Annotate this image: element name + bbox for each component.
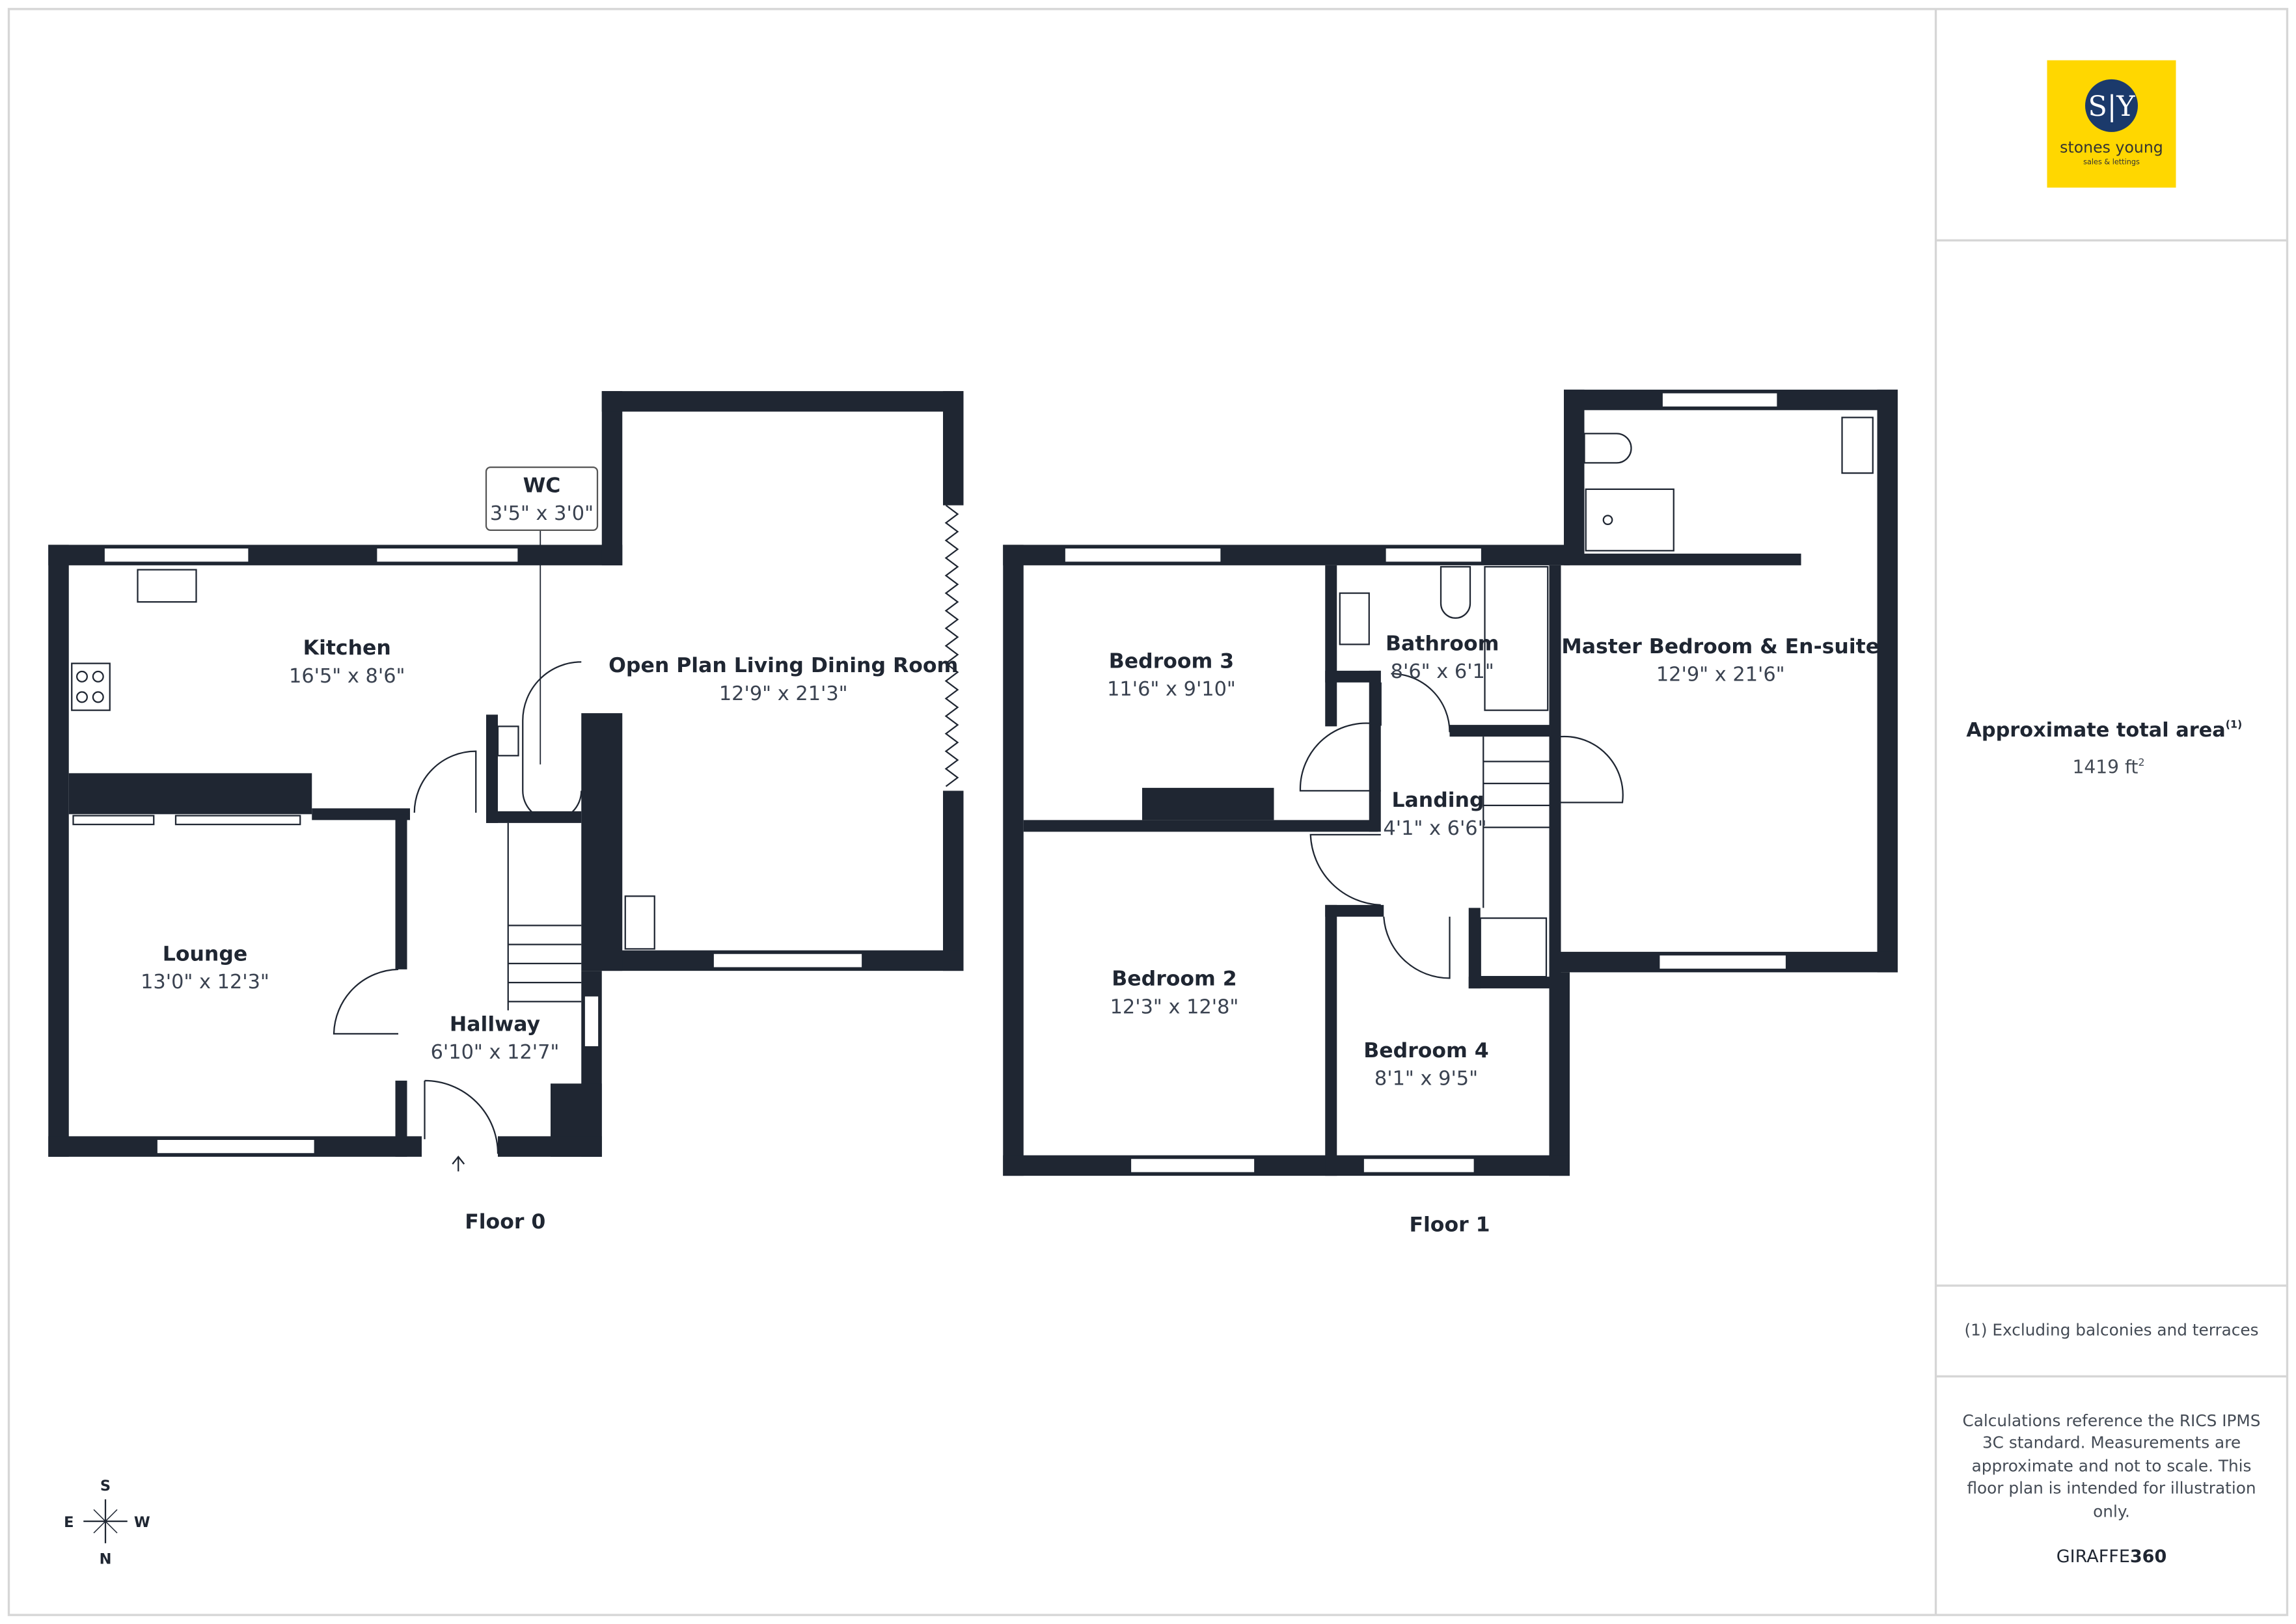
svg-text:3'5" x 3'0": 3'5" x 3'0" (490, 502, 594, 525)
company-logo: S|Y stones young sales & lettings (2047, 60, 2176, 188)
svg-text:8'1" x 9'5": 8'1" x 9'5" (1374, 1068, 1478, 1090)
svg-text:4'1" x 6'6": 4'1" x 6'6" (1383, 817, 1486, 840)
svg-text:approximate and not to scale.: approximate and not to scale. This (1972, 1457, 2252, 1476)
svg-text:Lounge: Lounge (163, 942, 247, 966)
room-lounge: Lounge 13'0" x 12'3" (141, 942, 269, 994)
svg-text:11'6" x 9'10": 11'6" x 9'10" (1107, 678, 1236, 701)
room-kitchen: Kitchen 16'5" x 8'6" (289, 636, 405, 688)
room-master-bedroom: Master Bedroom & En-suite 12'9" x 21'6" (1561, 635, 1879, 686)
floor-0-label: Floor 0 (465, 1210, 545, 1234)
svg-text:6'10" x 12'7": 6'10" x 12'7" (431, 1041, 560, 1064)
svg-text:WC: WC (523, 474, 561, 497)
total-area-value: 1419 ft2 (2073, 756, 2145, 778)
svg-text:Open Plan Living Dining Room: Open Plan Living Dining Room (608, 654, 958, 677)
svg-text:Bedroom 3: Bedroom 3 (1109, 649, 1234, 673)
footnote: (1) Excluding balconies and terraces (1964, 1320, 2258, 1339)
svg-text:Bathroom: Bathroom (1386, 632, 1499, 655)
svg-text:Bedroom 4: Bedroom 4 (1363, 1039, 1488, 1062)
svg-text:Master Bedroom & En-suite: Master Bedroom & En-suite (1561, 635, 1879, 658)
svg-text:16'5" x 8'6": 16'5" x 8'6" (289, 665, 405, 688)
room-bedroom-2: Bedroom 2 12'3" x 12'8" (1110, 968, 1239, 1019)
floor-0-plan (48, 391, 964, 1172)
room-bedroom-4: Bedroom 4 8'1" x 9'5" (1363, 1039, 1488, 1090)
svg-text:Calculations reference the RIC: Calculations reference the RICS IPMS (1962, 1411, 2260, 1430)
svg-text:12'9" x 21'3": 12'9" x 21'3" (719, 683, 848, 705)
svg-text:Bedroom 2: Bedroom 2 (1112, 968, 1237, 991)
compass-icon: S E W N (64, 1478, 150, 1568)
giraffe360-brand: GIRAFFE360 (2057, 1547, 2167, 1567)
room-wc: WC 3'5" x 3'0" (490, 474, 594, 525)
svg-text:12'9" x 21'6": 12'9" x 21'6" (1656, 664, 1785, 686)
svg-text:E: E (64, 1514, 74, 1531)
svg-text:Kitchen: Kitchen (303, 636, 391, 660)
svg-text:sales & lettings: sales & lettings (2083, 157, 2140, 166)
svg-text:W: W (134, 1514, 150, 1531)
room-open-plan-living: Open Plan Living Dining Room 12'9" x 21'3… (608, 654, 958, 705)
svg-text:8'6" x 6'1": 8'6" x 6'1" (1391, 660, 1494, 683)
svg-text:S: S (100, 1478, 111, 1495)
svg-text:12'3" x 12'8": 12'3" x 12'8" (1110, 995, 1239, 1018)
room-bathroom: Bathroom 8'6" x 6'1" (1386, 632, 1499, 683)
svg-text:only.: only. (2093, 1502, 2130, 1521)
svg-text:Landing: Landing (1391, 789, 1484, 812)
svg-text:13'0" x 12'3": 13'0" x 12'3" (141, 971, 269, 994)
floor-1-label: Floor 1 (1409, 1213, 1490, 1237)
svg-text:stones young: stones young (2060, 138, 2163, 156)
room-bedroom-3: Bedroom 3 11'6" x 9'10" (1107, 649, 1236, 701)
total-area-label: Approximate total area(1) (1966, 718, 2242, 742)
svg-text:N: N (100, 1550, 112, 1567)
svg-text:3C standard. Measurements are: 3C standard. Measurements are (1982, 1433, 2241, 1452)
svg-text:floor plan is intended for ill: floor plan is intended for illustration (1967, 1478, 2256, 1497)
room-landing: Landing 4'1" x 6'6" (1383, 789, 1486, 840)
floor-1-plan (1003, 389, 1898, 1176)
svg-text:S|Y: S|Y (2088, 90, 2136, 123)
room-hallway: Hallway 6'10" x 12'7" (431, 1012, 560, 1064)
disclaimer: Calculations reference the RICS IPMS 3C … (1962, 1411, 2260, 1521)
svg-text:Hallway: Hallway (450, 1012, 540, 1036)
